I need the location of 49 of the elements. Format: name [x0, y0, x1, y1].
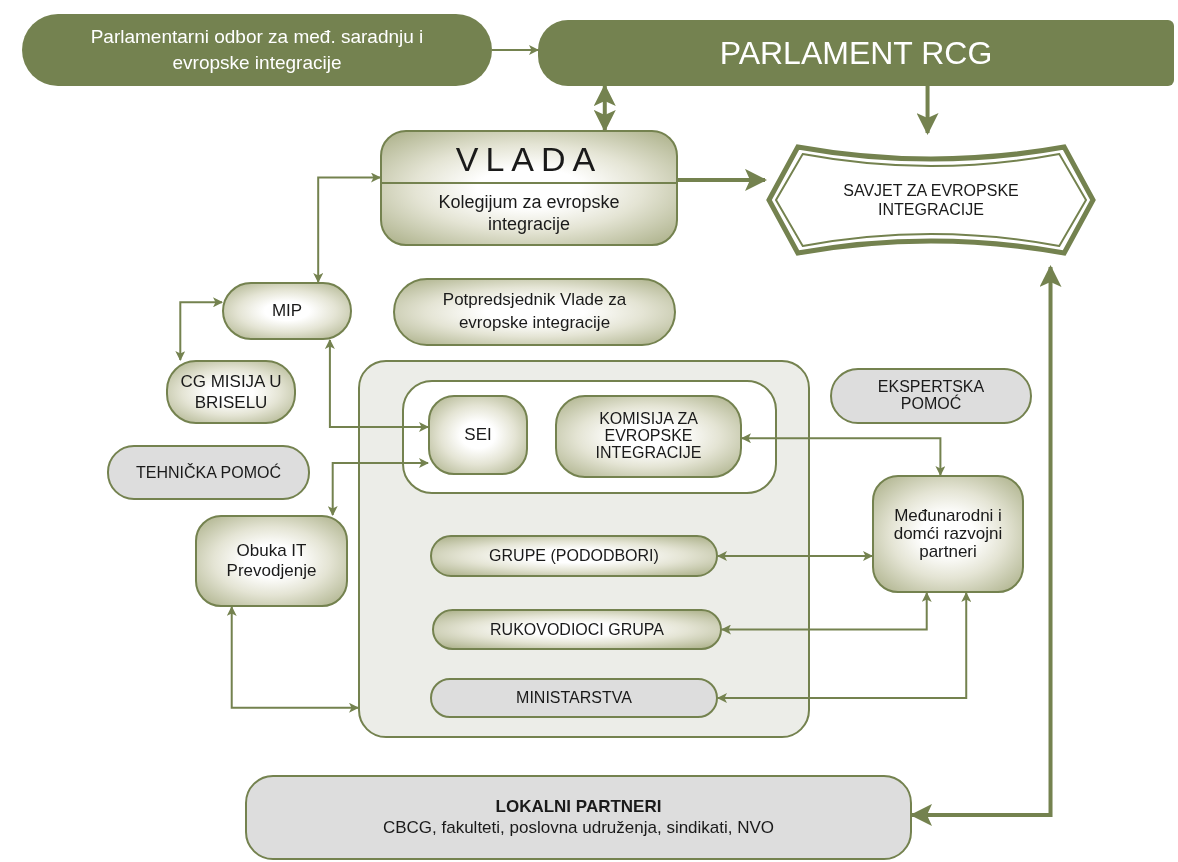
arrow — [593, 84, 616, 132]
arrow — [226, 606, 359, 713]
node-label: PARLAMENT RCG — [719, 33, 993, 73]
node-label: CG MISIJA U BRISELU — [179, 370, 283, 414]
node-label: RUKOVODIOCI GRUPA — [490, 619, 664, 640]
node-label: EKSPERTSKA POMOĆ — [876, 379, 986, 413]
rounded-box — [830, 368, 1032, 424]
rounded-box — [430, 535, 718, 577]
node-label: SAVJET ZA EVROPSKE INTEGRACIJE — [842, 180, 1020, 220]
rounded-box — [872, 475, 1024, 593]
node-title: VLADA — [382, 140, 676, 185]
rounded-box — [430, 678, 718, 718]
arrow — [678, 168, 767, 191]
arrow — [916, 86, 939, 135]
node-label: GRUPE (PODODBORI) — [489, 546, 659, 566]
process-box — [380, 130, 678, 246]
rounded-box — [195, 515, 348, 607]
node-label: MINISTARSTVA — [516, 688, 632, 708]
node-label: MIP — [271, 300, 303, 322]
arrow — [717, 592, 972, 703]
arrow — [491, 45, 539, 55]
arrow — [721, 592, 932, 635]
node-label: TEHNIČKA POMOĆ — [136, 462, 281, 483]
arrow — [324, 339, 429, 432]
node-title: LOKALNI PARTNERI — [495, 797, 662, 818]
arrow — [717, 551, 873, 561]
node-label: CBCG, fakulteti, poslovna udruženja, sindikati, NVO — [382, 817, 775, 838]
rounded-box — [107, 445, 310, 500]
rounded-box — [538, 20, 1174, 86]
arrow — [327, 458, 429, 516]
node-label: SEI — [464, 424, 492, 446]
node-label: Obuka IT Prevodjenje — [225, 540, 318, 582]
rounded-box — [222, 282, 352, 340]
rounded-box — [245, 775, 912, 860]
node-label: KOMISIJA ZA EVROPSKE INTEGRACIJE — [594, 411, 703, 462]
arrow — [910, 265, 1062, 826]
rounded-box — [555, 395, 742, 478]
group-container — [402, 380, 777, 494]
node-label: Kolegijum za evropske integracije — [437, 192, 621, 236]
node-label: Potpredsjednik Vlade za evropske integracije — [441, 289, 628, 334]
node-label: Međunarodni i domći razvojni partneri — [892, 507, 1004, 561]
group-container — [358, 360, 810, 738]
arrow — [741, 433, 946, 476]
rounded-box — [432, 609, 722, 650]
arrow — [175, 297, 223, 361]
arrow — [313, 172, 381, 283]
rounded-box — [166, 360, 296, 424]
rounded-box — [428, 395, 528, 475]
node-label: Parlamentarni odbor za međ. saradnju i evropske integracije — [89, 25, 425, 75]
